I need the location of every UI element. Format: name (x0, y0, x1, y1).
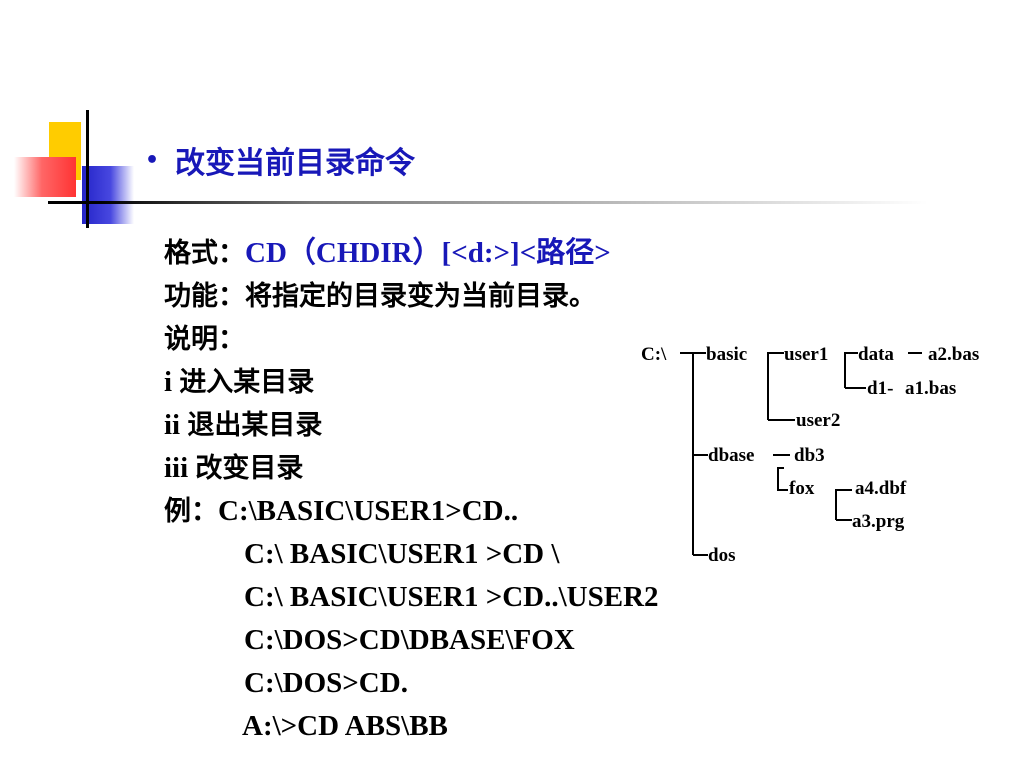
slide-title: 改变当前目录命令 (175, 146, 416, 181)
tree-node-a1: a1.bas (905, 378, 956, 399)
tree-connector (835, 489, 852, 520)
tree-node-a4: a4.dbf (855, 478, 907, 499)
note-text: 进入某目录 (179, 367, 315, 398)
slide-title-row: • 改变当前目录命令 (145, 138, 415, 182)
tree-node-a3: a3.prg (852, 511, 905, 532)
tree-node-data: data (858, 344, 894, 365)
note-item: i 进入某目录 (164, 361, 659, 404)
function-line: 功能：将指定的目录变为当前目录。 (164, 281, 596, 312)
tree-node-d1: d1- (867, 378, 893, 399)
note-text: 退出某目录 (187, 410, 323, 441)
example-command: C:\DOS>CD. (244, 667, 408, 699)
tree-node-user1: user1 (784, 344, 828, 365)
decor-vertical-line (86, 110, 89, 228)
note-text: 改变目录 (195, 453, 304, 484)
example-command: C:\ BASIC\USER1 >CD..\USER2 (244, 581, 659, 613)
decor-red-square (14, 157, 76, 197)
note-num: ii (164, 409, 181, 441)
slide-body: 格式：CD（CHDIR）[<d:>]<路径> 功能：将指定的目录变为当前目录。 … (164, 232, 659, 748)
tree-connector (767, 352, 784, 420)
format-command: CD（CHDIR）[<d:>]<路径> (245, 237, 611, 269)
format-line: 格式：CD（CHDIR）[<d:>]<路径> (164, 232, 659, 275)
example-label: 例： (164, 496, 218, 527)
note-label: 说明： (164, 324, 245, 355)
tree-node-db3: db3 (794, 445, 825, 466)
note-item: ii 退出某目录 (164, 404, 659, 447)
note-num: iii (164, 452, 189, 484)
tree-node-user2: user2 (796, 410, 840, 431)
note-item: iii 改变目录 (164, 447, 659, 490)
note-num: i (164, 366, 173, 398)
example-command: C:\ BASIC\USER1 >CD \ (244, 538, 560, 570)
tree-node-fox: fox (789, 478, 815, 499)
tree-node-dbase: dbase (708, 445, 754, 466)
example-command: C:\BASIC\USER1>CD.. (218, 495, 519, 527)
tree-node-a2: a2.bas (928, 344, 979, 365)
bullet-icon: • (145, 147, 160, 173)
format-label: 格式： (164, 238, 245, 269)
title-divider-line (48, 201, 928, 204)
tree-connector (844, 352, 858, 388)
decor-blue-square (82, 166, 134, 224)
tree-node-basic: basic (706, 344, 747, 365)
tree-connector (777, 467, 788, 491)
tree-node-dos: dos (708, 545, 735, 566)
example-line: 例：C:\BASIC\USER1>CD.. (164, 490, 659, 533)
example-command: C:\DOS>CD\DBASE\FOX (244, 624, 575, 656)
example-command: A:\>CD ABS\BB (242, 710, 448, 742)
